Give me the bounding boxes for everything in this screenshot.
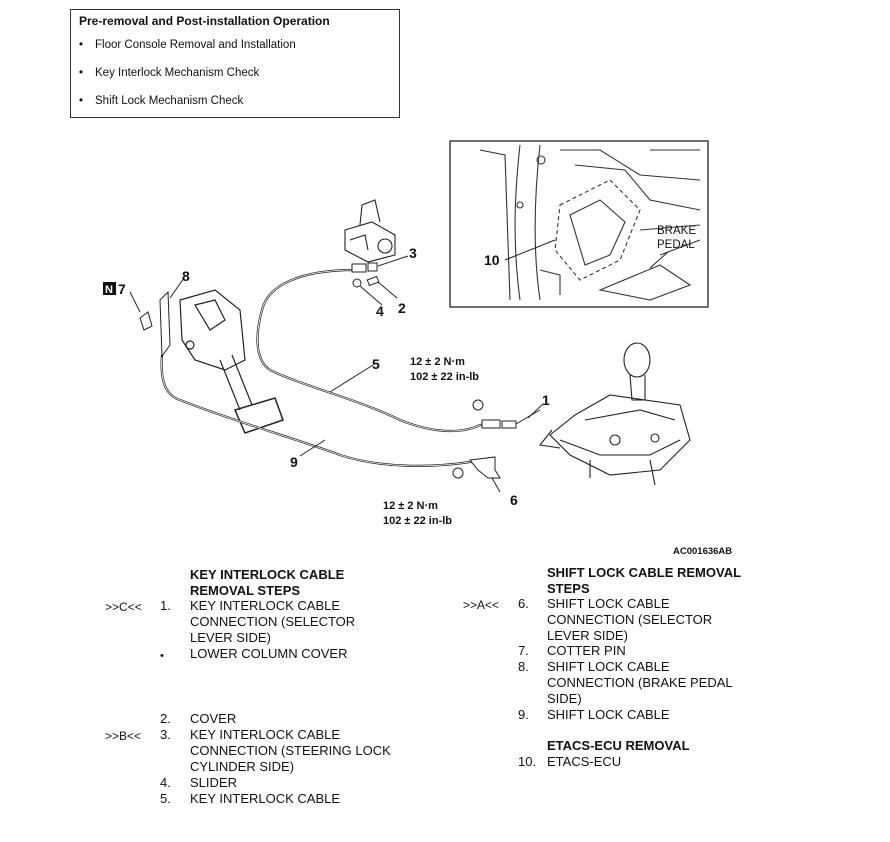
n-badge xyxy=(103,282,116,295)
step-mark: >>C<< xyxy=(105,600,142,614)
step-mark: >>A<< xyxy=(463,598,500,612)
step-text: KEY INTERLOCK CABLE CONNECTION (STEERING… xyxy=(190,727,391,774)
step-mark: >>B<< xyxy=(105,729,142,743)
cover-clip xyxy=(366,275,380,287)
pre-removal-item-label: Floor Console Removal and Installation xyxy=(95,39,296,51)
torque-top-imperial: 102 ± 22 in-lb xyxy=(410,371,479,383)
key-interlock-heading: KEY INTERLOCK CABLE REMOVAL STEPS xyxy=(190,567,345,598)
cover-part xyxy=(367,262,378,272)
callout-3: 3 xyxy=(409,245,417,261)
callout-2: 2 xyxy=(398,300,406,316)
bullet-icon: • xyxy=(79,95,84,107)
pre-removal-title: Pre-removal and Post-installation Operat… xyxy=(79,14,330,28)
pre-removal-item: • Shift Lock Mechanism Check xyxy=(79,87,391,115)
shift-lock-cable-end-pedal xyxy=(159,290,171,358)
bullet-icon: • xyxy=(79,67,84,79)
step-text: KEY INTERLOCK CABLE xyxy=(190,791,341,806)
torque-bottom-imperial: 102 ± 22 in-lb xyxy=(383,515,452,527)
step-number: 2. xyxy=(160,711,171,726)
slider-part xyxy=(352,278,362,288)
step-text: SHIFT LOCK CABLE xyxy=(547,707,670,722)
selector-lever-assembly xyxy=(538,342,691,486)
callout-1: 1 xyxy=(542,392,550,408)
pre-removal-item-label: Key Interlock Mechanism Check xyxy=(95,67,260,79)
torque-bottom-metric: 12 ± 2 N·m xyxy=(383,500,438,512)
step-text: SHIFT LOCK CABLE CONNECTION (SELECTOR LE… xyxy=(547,596,713,643)
step-text: SLIDER xyxy=(190,775,237,790)
pre-removal-item: • Floor Console Removal and Installation xyxy=(79,31,391,59)
shift-lock-cable-bracket xyxy=(469,456,501,479)
step-number: 1. xyxy=(160,598,171,613)
cable-diagram: 10 BRAKE PEDAL xyxy=(103,140,709,527)
step-number: 5. xyxy=(160,791,171,806)
callout-4: 4 xyxy=(376,303,384,319)
pre-removal-item-label: Shift Lock Mechanism Check xyxy=(95,95,244,107)
step-number: 10. xyxy=(518,754,537,769)
callout-5: 5 xyxy=(372,356,380,372)
step-number: 9. xyxy=(518,707,529,722)
steering-lock-cylinder xyxy=(344,199,396,263)
bolt-top xyxy=(472,399,484,411)
figure-id: AC001636AB xyxy=(673,546,733,557)
step-number: 4. xyxy=(160,775,171,790)
brake-pedal-assembly xyxy=(179,289,284,434)
callout-9: 9 xyxy=(290,454,298,470)
step-number: 3. xyxy=(160,727,171,742)
callout-7: 7 xyxy=(118,281,126,297)
step-number: 8. xyxy=(518,659,529,674)
shift-lock-heading: SHIFT LOCK CABLE REMOVAL STEPS xyxy=(547,565,742,596)
etacs-heading: ETACS-ECU REMOVAL xyxy=(547,738,690,753)
leader-5 xyxy=(329,364,374,393)
inset-label-brake: BRAKE xyxy=(657,225,696,237)
bullet-icon: • xyxy=(79,39,84,51)
pre-removal-item: • Key Interlock Mechanism Check xyxy=(79,59,391,87)
pre-removal-box: Pre-removal and Post-installation Operat… xyxy=(70,9,400,118)
callout-6: 6 xyxy=(510,492,518,508)
inset-etacs-view: 10 BRAKE PEDAL xyxy=(449,140,709,308)
inset-label-pedal: PEDAL xyxy=(657,239,695,251)
torque-top-metric: 12 ± 2 N·m xyxy=(410,356,465,368)
step-text: ETACS-ECU xyxy=(547,754,622,769)
n-badge-label: N xyxy=(105,284,113,296)
step-text: COTTER PIN xyxy=(547,643,626,658)
step-number: 7. xyxy=(518,643,529,658)
step-text: KEY INTERLOCK CABLE CONNECTION (SELECTOR… xyxy=(190,598,356,645)
bullet-icon: • xyxy=(160,650,164,662)
bolt-bottom xyxy=(452,467,464,479)
cotter-pin xyxy=(139,311,153,331)
step-text: COVER xyxy=(190,711,237,726)
step-text: LOWER COLUMN COVER xyxy=(190,646,348,661)
step-number: 6. xyxy=(518,596,529,611)
callout-10: 10 xyxy=(484,252,500,268)
step-text: SHIFT LOCK CABLE CONNECTION (BRAKE PEDAL… xyxy=(547,659,733,706)
callout-8: 8 xyxy=(182,268,190,284)
